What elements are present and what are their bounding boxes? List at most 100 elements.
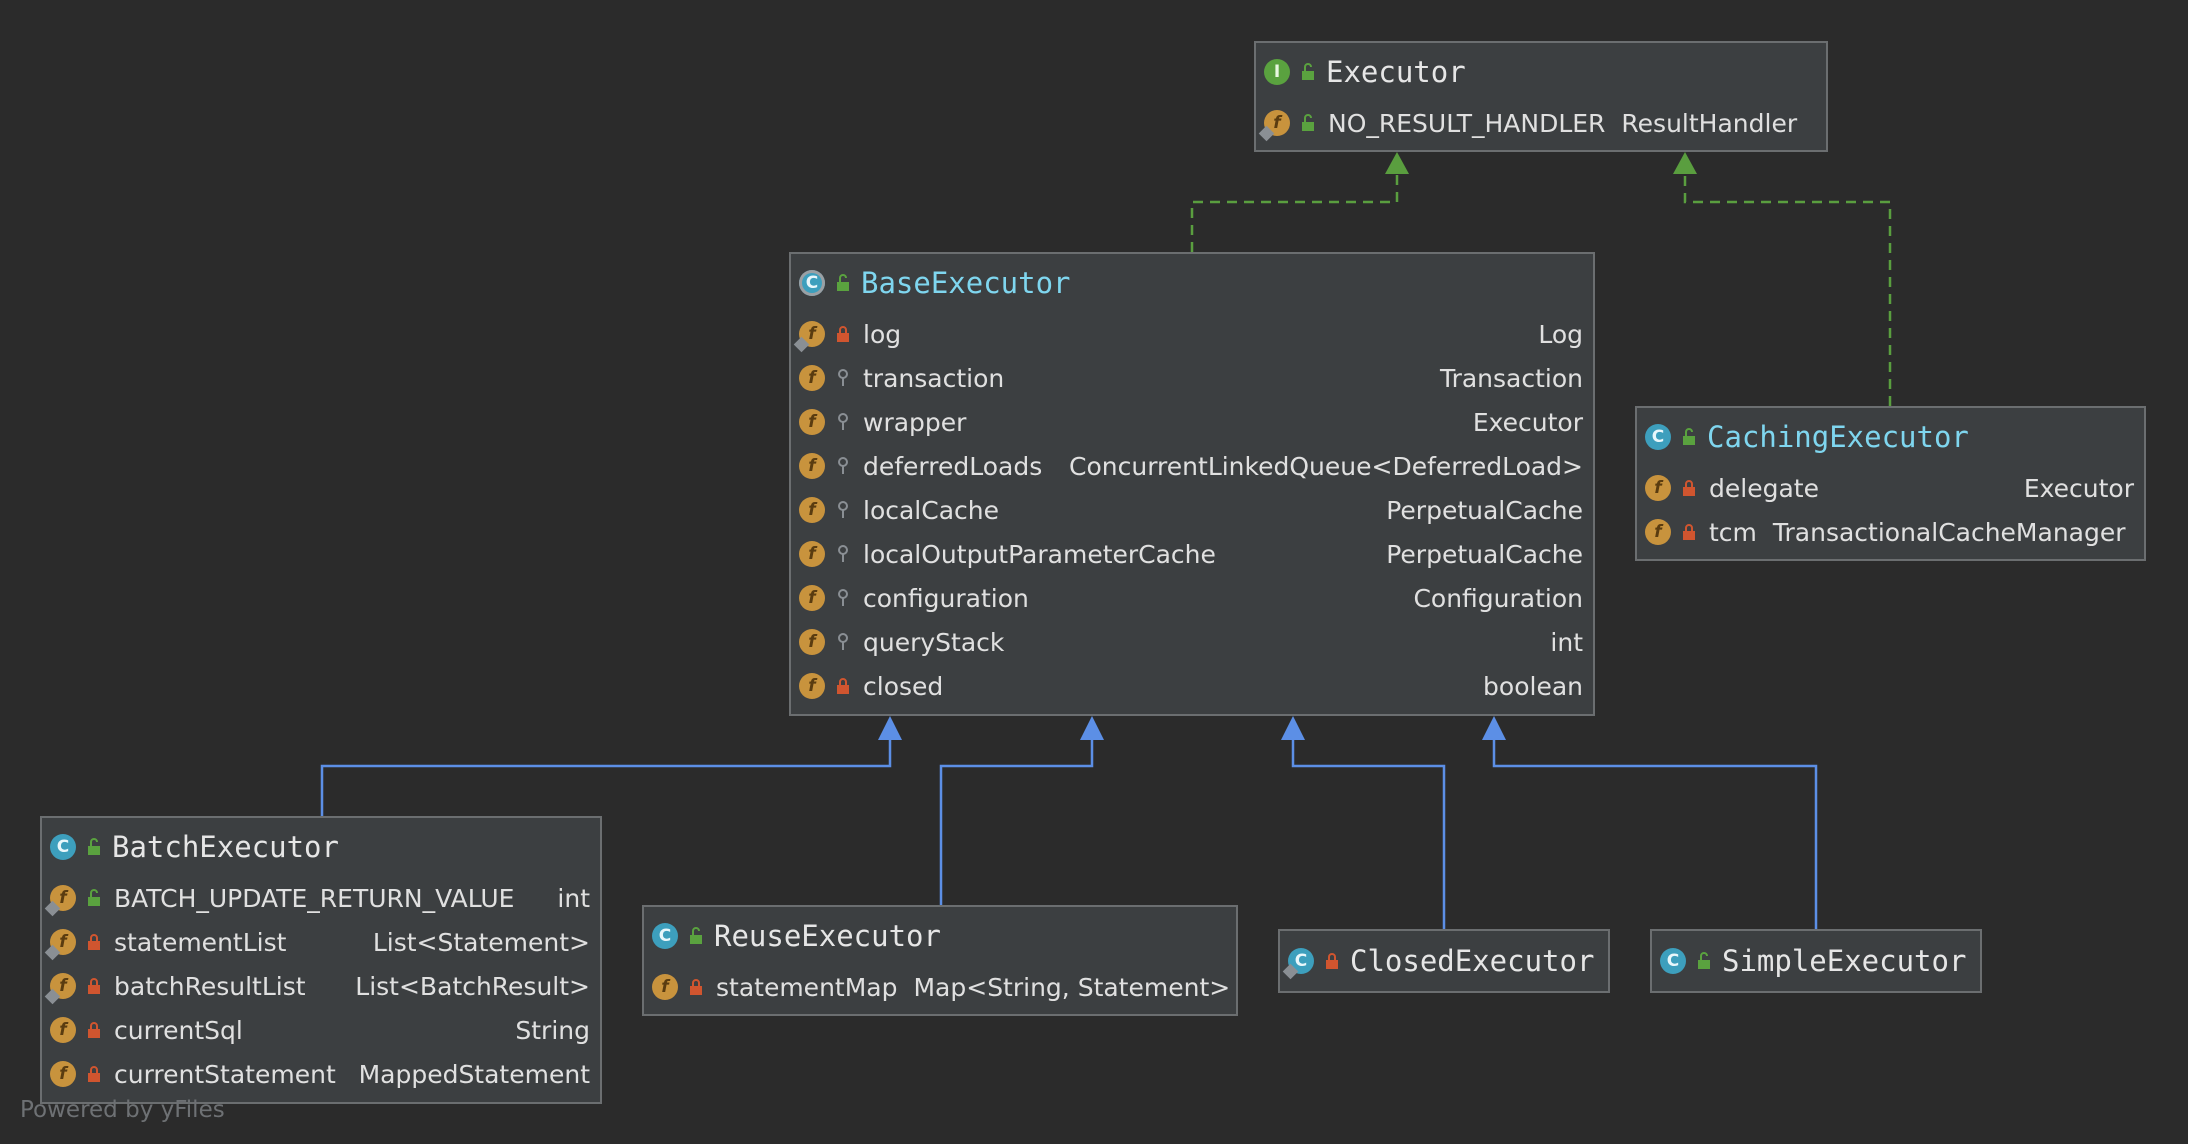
public-icon [837, 274, 849, 291]
class-name: BatchExecutor [112, 830, 339, 864]
field-icon: f [50, 1061, 76, 1087]
edge-simple-extends-base [1482, 716, 1818, 929]
field-row[interactable]: f currentStatement MappedStatement [42, 1052, 600, 1096]
field-icon: f [799, 365, 825, 391]
public-icon [1302, 63, 1314, 80]
node-header: C CachingExecutor [1637, 408, 2144, 466]
field-name: queryStack [863, 627, 1005, 657]
field-row[interactable]: f log Log [791, 312, 1593, 356]
field-type: Executor [1472, 407, 1583, 437]
class-name: SimpleExecutor [1722, 944, 1967, 978]
field-row[interactable]: f BATCH_UPDATE_RETURN_VALUE int [42, 876, 600, 920]
field-name: currentStatement [114, 1059, 336, 1089]
field-icon: f [799, 497, 825, 523]
field-type: Log [1538, 319, 1583, 349]
field-name: localCache [863, 495, 999, 525]
field-icon: f [50, 1017, 76, 1043]
field-name: deferredLoads [863, 451, 1043, 481]
field-name: configuration [863, 583, 1029, 613]
protected-key-icon [838, 501, 848, 518]
node-header: C ReuseExecutor [644, 907, 1236, 965]
field-row[interactable]: f queryStack int [791, 620, 1593, 664]
edge-closed-extends-base [1281, 716, 1446, 929]
node-executor[interactable]: I Executor f NO_RESULT_HANDLER ResultHan… [1254, 41, 1828, 152]
node-simple-executor[interactable]: C SimpleExecutor [1650, 929, 1982, 993]
protected-key-icon [838, 589, 848, 606]
node-header: C BatchExecutor [42, 818, 600, 876]
field-row[interactable]: f statementList List<Statement> [42, 920, 600, 964]
field-name: delegate [1709, 473, 1819, 503]
abstract-class-icon: C [799, 270, 825, 296]
field-icon: f [1645, 475, 1671, 501]
field-row[interactable]: f wrapper Executor [791, 400, 1593, 444]
field-type: Configuration [1413, 583, 1583, 613]
field-row[interactable]: f batchResultList List<BatchResult> [42, 964, 600, 1008]
field-icon: f [1645, 519, 1671, 545]
field-type: String [515, 1015, 590, 1045]
field-row[interactable]: f deferredLoads ConcurrentLinkedQueue<De… [791, 444, 1593, 488]
field-name: NO_RESULT_HANDLER [1328, 108, 1606, 138]
class-icon: C [1645, 424, 1671, 450]
public-icon [88, 889, 100, 906]
node-caching-executor[interactable]: C CachingExecutor f delegate Executor f … [1635, 406, 2146, 561]
powered-by-label: Powered by yFiles [20, 1097, 225, 1123]
field-icon: f [799, 453, 825, 479]
field-row[interactable]: f currentSql String [42, 1008, 600, 1052]
field-icon: f [652, 974, 678, 1000]
field-type: Map<String, Statement> [913, 972, 1231, 1002]
field-row[interactable]: f NO_RESULT_HANDLER ResultHandler [1256, 101, 1826, 145]
node-closed-executor[interactable]: C ClosedExecutor [1278, 929, 1610, 993]
field-name: statementList [114, 927, 287, 957]
private-lock-icon [88, 1022, 100, 1038]
class-name: Executor [1326, 55, 1466, 89]
node-base-executor[interactable]: C BaseExecutor f log Log f transaction T… [789, 252, 1595, 716]
field-row[interactable]: f tcm TransactionalCacheManager [1637, 510, 2144, 554]
edge-caching-implements-executor [1673, 152, 1892, 406]
field-name: wrapper [863, 407, 967, 437]
field-row[interactable]: f delegate Executor [1637, 466, 2144, 510]
protected-key-icon [838, 457, 848, 474]
field-name: localOutputParameterCache [863, 539, 1216, 569]
class-icon: C [1288, 948, 1314, 974]
field-icon: f [50, 885, 76, 911]
field-icon: f [799, 541, 825, 567]
private-lock-icon [1683, 524, 1695, 540]
node-header: C BaseExecutor [791, 254, 1593, 312]
field-row[interactable]: f localCache PerpetualCache [791, 488, 1593, 532]
node-reuse-executor[interactable]: C ReuseExecutor f statementMap Map<Strin… [642, 905, 1238, 1016]
field-type: List<BatchResult> [355, 971, 590, 1001]
field-name: log [863, 319, 902, 349]
public-icon [1698, 952, 1710, 969]
field-row[interactable]: f statementMap Map<String, Statement> [644, 965, 1236, 1009]
class-icon: C [1660, 948, 1686, 974]
field-icon: f [799, 629, 825, 655]
field-type: boolean [1483, 671, 1583, 701]
field-row[interactable]: f closed boolean [791, 664, 1593, 708]
protected-key-icon [838, 413, 848, 430]
node-header: C ClosedExecutor [1280, 931, 1608, 991]
node-header: I Executor [1256, 43, 1826, 101]
field-row[interactable]: f configuration Configuration [791, 576, 1593, 620]
class-icon: C [50, 834, 76, 860]
field-icon: f [1264, 110, 1290, 136]
class-name: CachingExecutor [1707, 420, 1969, 454]
field-row[interactable]: f transaction Transaction [791, 356, 1593, 400]
field-name: transaction [863, 363, 1005, 393]
private-lock-icon [690, 979, 702, 995]
edge-reuse-extends-base [939, 716, 1104, 905]
field-type: ConcurrentLinkedQueue<DeferredLoad> [1069, 451, 1583, 481]
protected-key-icon [838, 369, 848, 386]
private-lock-icon [88, 1066, 100, 1082]
node-batch-executor[interactable]: C BatchExecutor f BATCH_UPDATE_RETURN_VA… [40, 816, 602, 1104]
field-name: tcm [1709, 517, 1757, 547]
field-name: BATCH_UPDATE_RETURN_VALUE [114, 883, 515, 913]
field-type: PerpetualCache [1386, 539, 1583, 569]
private-lock-icon [88, 978, 100, 994]
public-icon [690, 927, 702, 944]
field-icon: f [50, 929, 76, 955]
field-row[interactable]: f localOutputParameterCache PerpetualCac… [791, 532, 1593, 576]
field-type: ResultHandler [1621, 108, 1798, 138]
field-icon: f [799, 321, 825, 347]
node-header: C SimpleExecutor [1652, 931, 1980, 991]
